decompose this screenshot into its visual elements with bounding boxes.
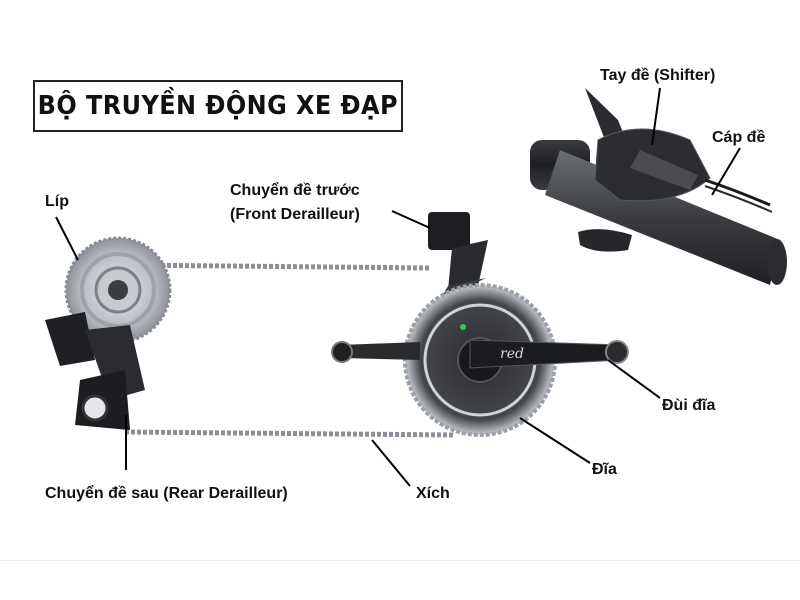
label-crank-arm: Đùi đĩa bbox=[662, 397, 716, 414]
page-title: BỘ TRUYỀN ĐỘNG XE ĐẠP bbox=[37, 91, 399, 121]
chain-bottom-run bbox=[124, 429, 456, 438]
rear-derailleur-body bbox=[85, 325, 145, 400]
leader-lines bbox=[55, 87, 741, 487]
shift-cable bbox=[704, 178, 771, 207]
chain-top-run bbox=[124, 262, 431, 271]
label-chain: Xích bbox=[416, 485, 450, 502]
jockey-wheel bbox=[81, 394, 109, 422]
label-cassette: Líp bbox=[45, 193, 69, 210]
footer-divider bbox=[0, 560, 800, 561]
label-front-derailleur-2: (Front Derailleur) bbox=[230, 206, 360, 223]
shift-lever-bottom bbox=[578, 229, 632, 252]
handlebar-end bbox=[767, 239, 787, 285]
cassette-cog-mid bbox=[80, 252, 156, 328]
rear-derailleur-illustration bbox=[45, 312, 145, 430]
crank-arm: red bbox=[331, 339, 629, 369]
rear-derailleur-battery bbox=[45, 312, 95, 366]
power-meter-led bbox=[460, 324, 466, 330]
crank-pedal-mount-right bbox=[605, 340, 629, 364]
leader-cassette bbox=[55, 216, 79, 261]
shift-cable-2 bbox=[704, 185, 773, 213]
title-box: BỘ TRUYỀN ĐỘNG XE ĐẠP bbox=[33, 80, 403, 132]
leader-crank-arm bbox=[607, 359, 661, 399]
front-derailleur-battery bbox=[428, 212, 470, 250]
shifter-window bbox=[630, 150, 698, 190]
label-chainring: Đĩa bbox=[592, 461, 617, 478]
front-derailleur-illustration bbox=[428, 212, 488, 300]
chain bbox=[124, 262, 456, 438]
label-shifter: Tay đề (Shifter) bbox=[600, 67, 716, 84]
shifter-illustration bbox=[530, 88, 787, 285]
label-cable: Cáp đề bbox=[712, 129, 766, 146]
leader-chainring bbox=[519, 417, 591, 464]
leader-chain bbox=[371, 439, 411, 487]
crank-arm-right bbox=[469, 339, 625, 369]
front-derailleur-body bbox=[448, 240, 488, 290]
label-rear-derailleur: Chuyển đề sau (Rear Derailleur) bbox=[45, 485, 288, 502]
leader-shifter bbox=[651, 87, 661, 146]
crank-logo: red bbox=[500, 346, 524, 362]
label-front-derailleur-1: Chuyển đề trước bbox=[230, 182, 360, 199]
cassette-hub bbox=[108, 280, 128, 300]
crank-pedal-mount-left bbox=[331, 341, 353, 363]
leader-front-derailleur bbox=[391, 210, 431, 229]
leader-cable bbox=[711, 147, 741, 196]
crank-arm-left bbox=[340, 342, 420, 360]
